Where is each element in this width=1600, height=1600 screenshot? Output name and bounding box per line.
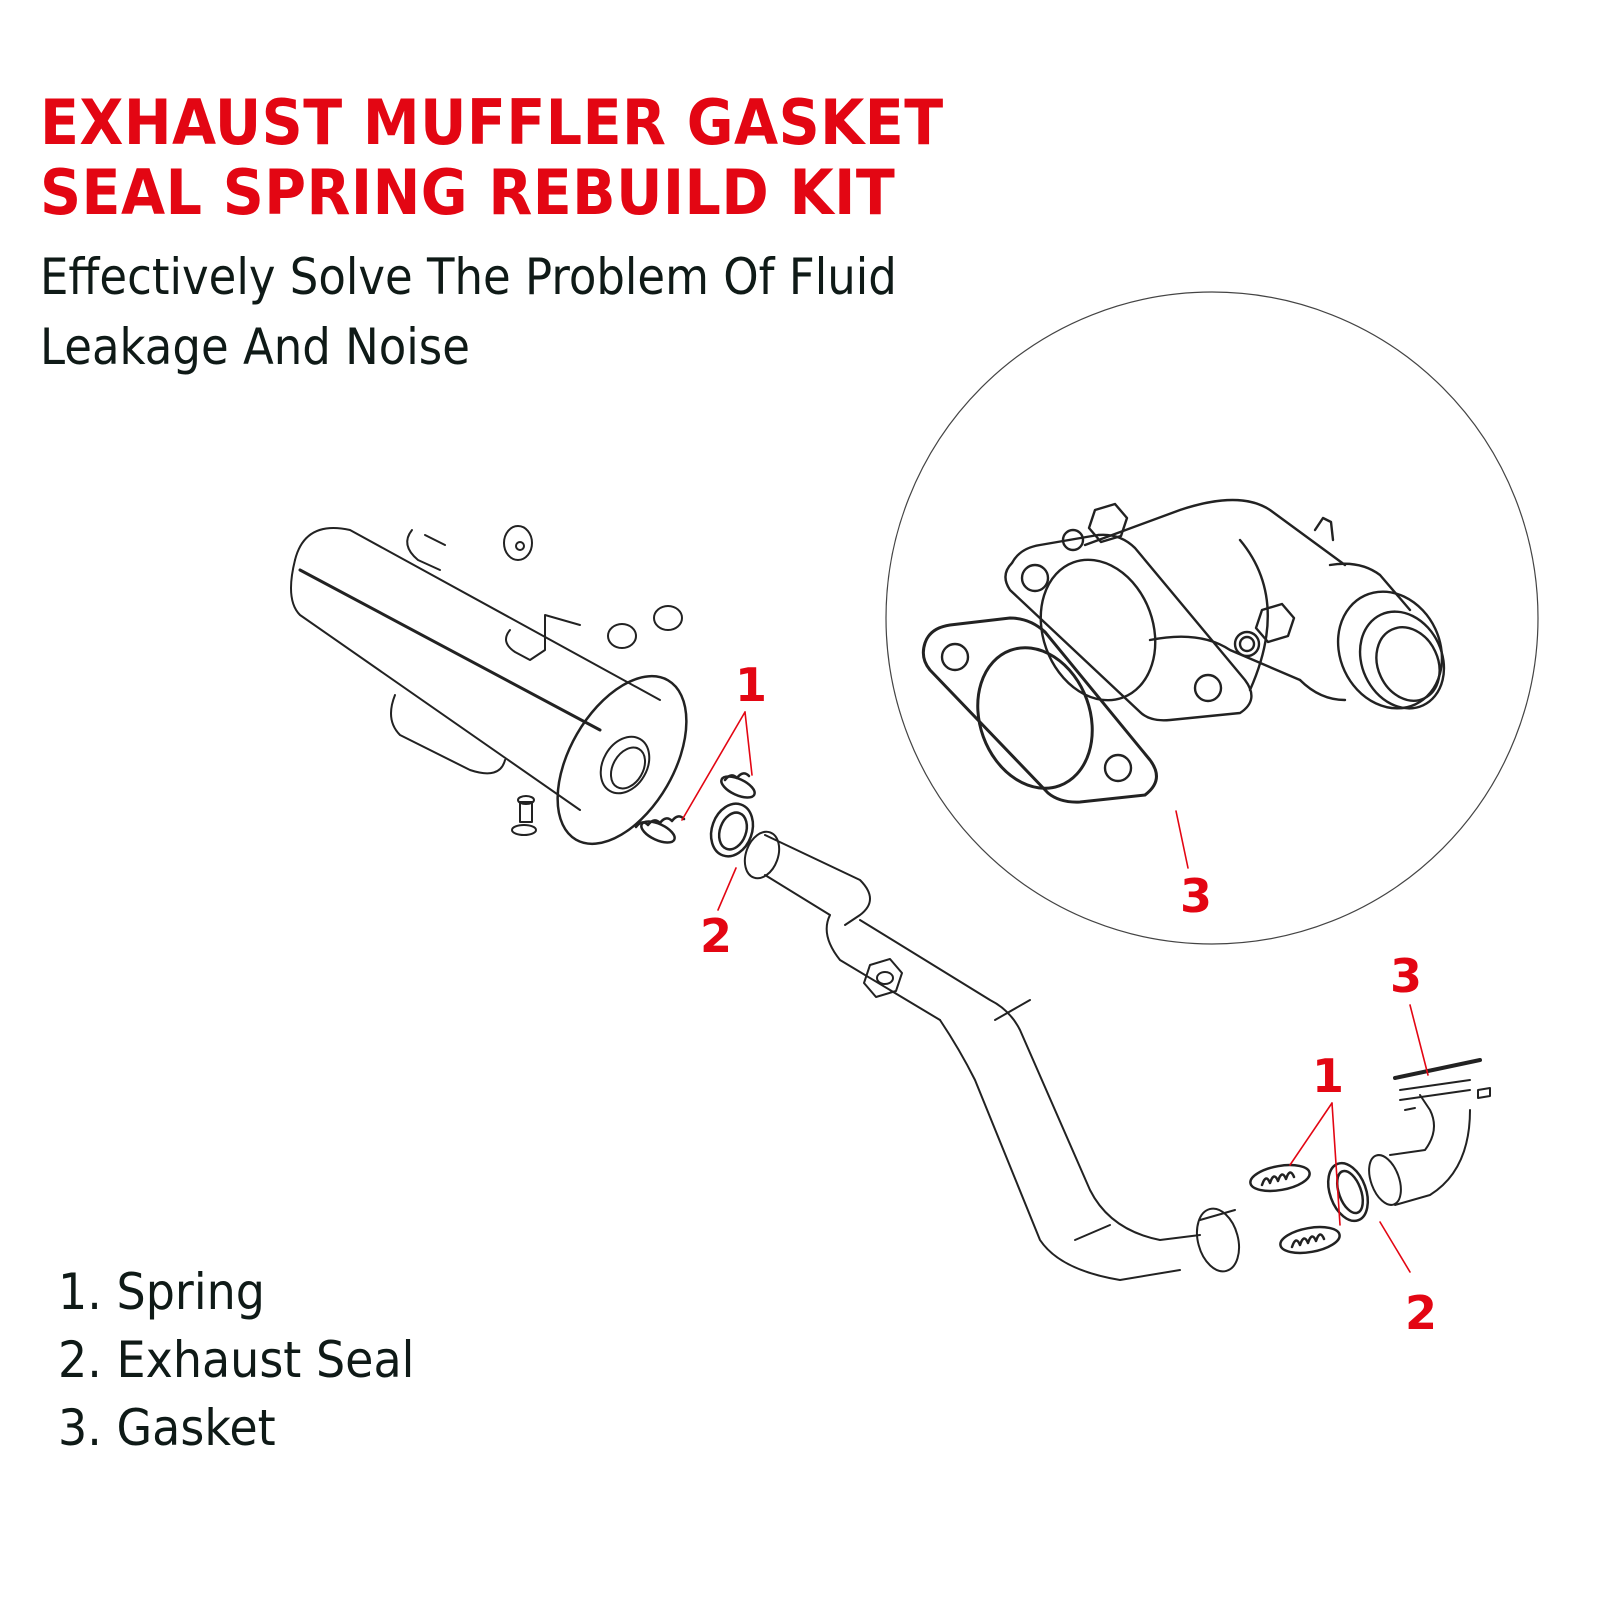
muffler-icon [290,525,688,846]
detail-circle [885,291,1539,945]
subtitle-line-2: Leakage And Noise [40,318,470,376]
subtitle: Effectively Solve The Problem Of Fluid L… [40,242,897,382]
callout-seal-header: 2 [1405,1286,1438,1340]
callout-spring-muffler: 1 [735,658,768,712]
header-pipe-icon [1368,1058,1491,1206]
callout-spring-header: 1 [1312,1049,1345,1103]
detail-header-pipe-icon [921,498,1446,804]
legend-item-exhaust-seal: 2. Exhaust Seal [58,1331,415,1389]
mid-pipe-icon [743,830,1241,1281]
page-title: EXHAUST MUFFLER GASKET SEAL SPRING REBUI… [40,88,944,228]
exhaust-seal-icon-2 [1326,1161,1370,1223]
exhaust-seal-icon [709,802,755,858]
leader-lines [681,711,1429,1273]
spring-icon [634,772,756,844]
subtitle-line-1: Effectively Solve The Problem Of Fluid [40,248,897,306]
title-line-1: EXHAUST MUFFLER GASKET [40,86,944,159]
callout-gasket-header: 3 [1390,949,1423,1003]
callout-seal-muffler: 2 [700,909,733,963]
legend-item-gasket: 3. Gasket [58,1399,276,1457]
legend-item-spring: 1. Spring [58,1263,265,1321]
parts-legend: 1. Spring 2. Exhaust Seal 3. Gasket [58,1258,414,1462]
callout-gasket-detail: 3 [1180,869,1213,923]
spring-icon-2 [1249,1163,1341,1255]
title-line-2: SEAL SPRING REBUILD KIT [40,156,896,229]
